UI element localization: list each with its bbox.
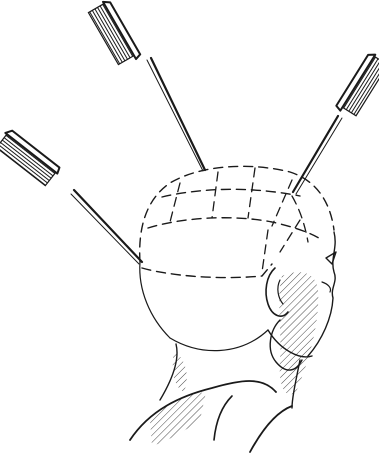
comb-left [0, 128, 142, 264]
comb-right [293, 52, 379, 194]
hatching [150, 272, 318, 446]
comb-top [87, 0, 205, 171]
hair-sections [140, 166, 334, 277]
